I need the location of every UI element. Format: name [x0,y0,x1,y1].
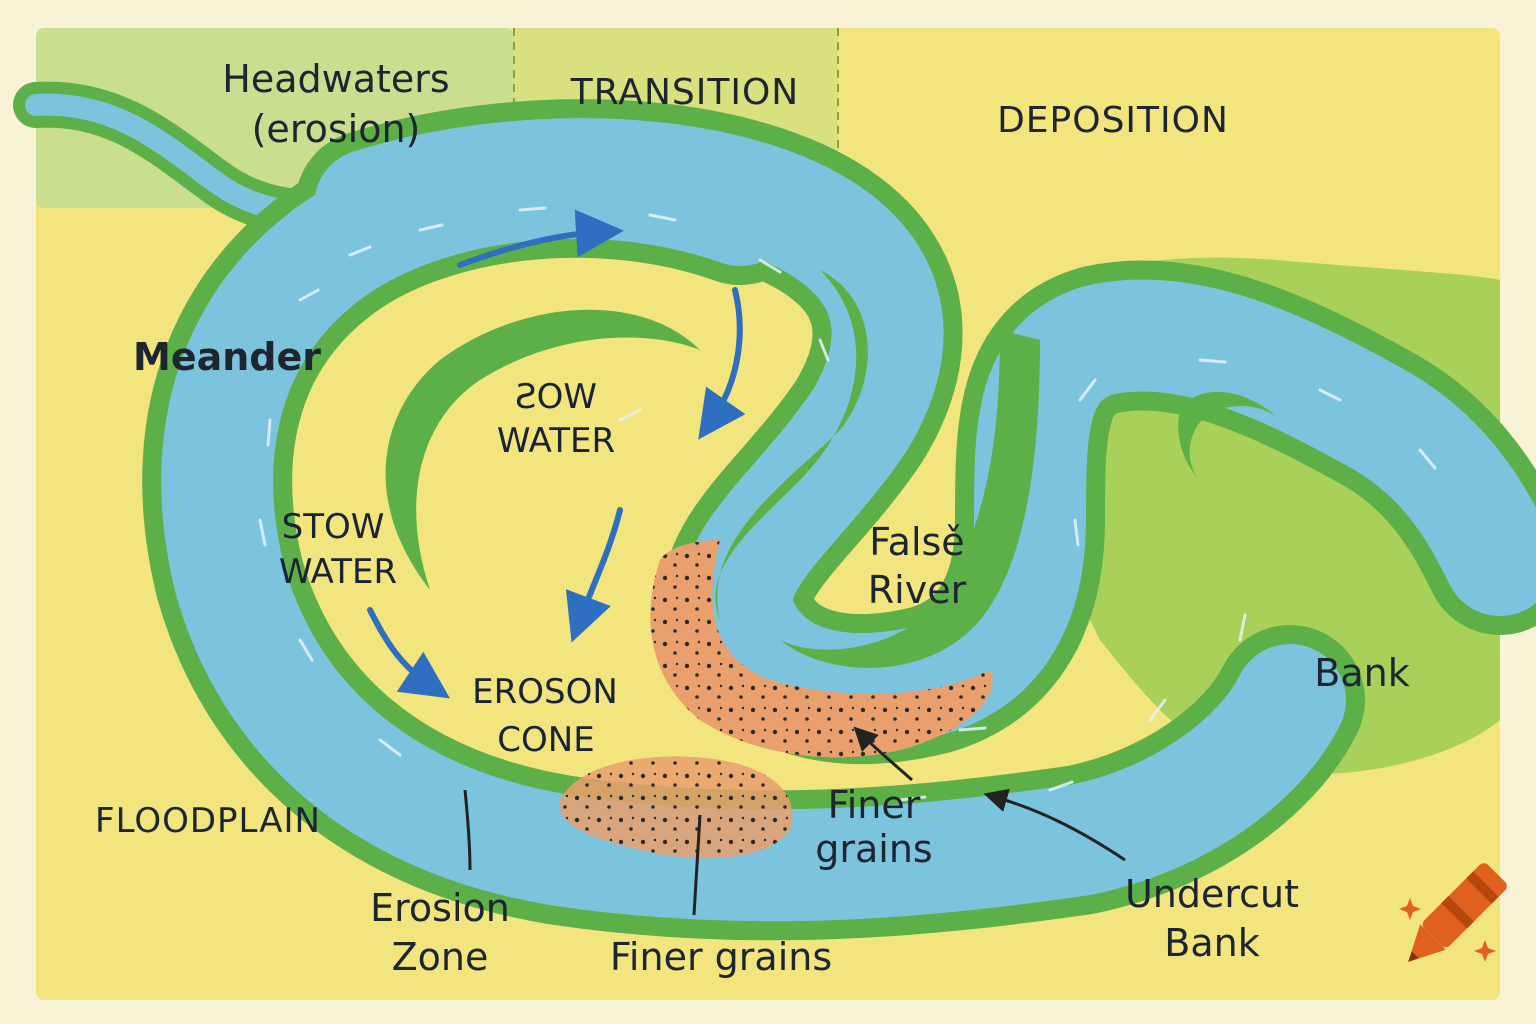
pointer-finer-grains-mid [853,726,913,782]
erosion-cone-label-2: CONE [497,720,594,760]
bank-edge [1178,391,1280,480]
pointer-erosion-zone [463,789,472,871]
point-bar-grains [650,540,993,758]
erosion-zone-label-2: Zone [392,935,489,979]
slow-water-inner-label-2: WATER [497,421,615,461]
pointer-finer-grains [692,814,702,916]
flow-arrow [565,507,623,643]
erosion-cone-label: EROSON [472,672,618,712]
headwaters-sublabel: (erosion) [252,107,421,151]
bank-label: Bank [1314,651,1409,695]
flow-arrows [367,209,746,699]
inner-bank [715,270,868,620]
headwaters-label: Headwaters [222,57,449,101]
crayon-icon [1408,863,1507,962]
false-river-inner-bank [780,330,1040,668]
erosion-grains [559,756,793,859]
slow-water-left-label: STOW [282,507,385,547]
pointer-lines [463,726,1126,916]
transition-label: TRANSITION [570,72,799,113]
meander-label: Meander [133,335,321,379]
flow-arrow [457,209,624,268]
sparkle-icon [1399,898,1496,962]
water-streaks [258,206,1437,802]
flow-arrow [698,287,746,440]
undercut-bank-label-2: Bank [1164,921,1259,965]
flow-arrow [367,607,450,699]
finer-grains-bottom-label: Finer grains [610,935,832,979]
inner-crescent [385,309,700,590]
erosion-zone-label: Erosion [370,886,510,930]
finer-grains-mid-label-2: grains [815,827,932,871]
floodplain-label: FLOODPLAIN [95,801,321,841]
slow-water-left-label-2: WATER [279,552,397,592]
false-river-label: Falsě [869,520,964,564]
false-river-label-2: River [868,568,967,612]
finer-grains-mid-label: Finer [828,783,921,827]
pointer-undercut-bank [983,788,1126,862]
slow-water-inner-label: ƧOW [515,377,597,417]
undercut-bank-label: Undercut [1125,872,1299,916]
false-river-water [314,118,1536,746]
deposition-label: DEPOSITION [997,100,1229,141]
